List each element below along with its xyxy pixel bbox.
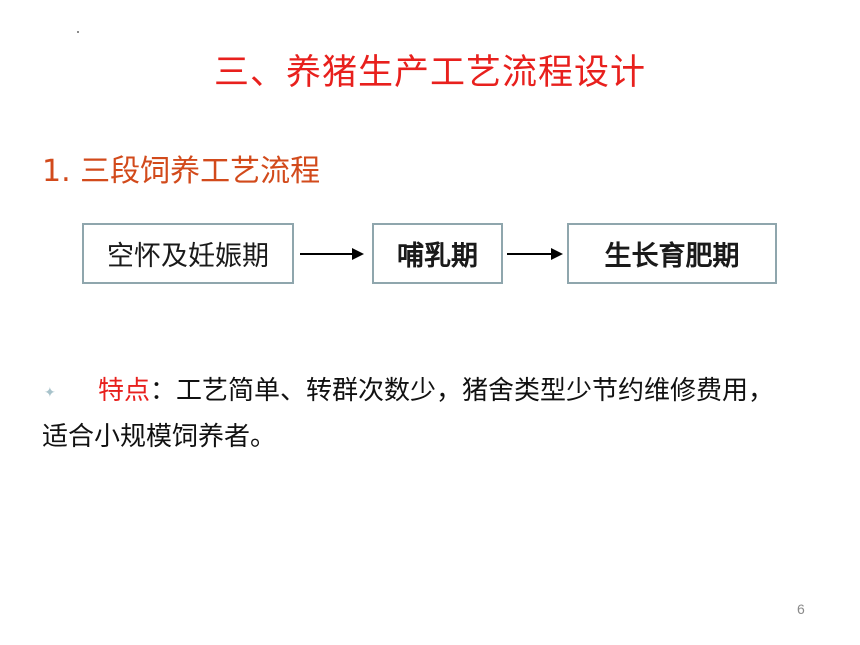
feature-text: ：工艺简单、转群次数少，猪舍类型少节约维修费用，适合小规模饲养者。 xyxy=(42,376,775,452)
arrow-right-icon xyxy=(300,248,364,260)
decorative-dot xyxy=(77,31,79,33)
page-number: 6 xyxy=(797,601,805,617)
slide-title: 三、养猪生产工艺流程设计 xyxy=(213,53,646,93)
arrow-right-icon xyxy=(507,248,563,260)
flow-step-1: 空怀及妊娠期 xyxy=(82,223,294,284)
flow-step-3: 生长育肥期 xyxy=(567,223,777,284)
section-subtitle: 1. 三段饲养工艺流程 xyxy=(42,154,321,189)
bullet-icon: ✦ xyxy=(44,385,56,401)
feature-paragraph: 特点：工艺简单、转群次数少，猪舍类型少节约维修费用，适合小规模饲养者。 xyxy=(42,368,782,460)
flow-step-2: 哺乳期 xyxy=(372,223,503,284)
feature-keyword: 特点 xyxy=(98,376,151,406)
